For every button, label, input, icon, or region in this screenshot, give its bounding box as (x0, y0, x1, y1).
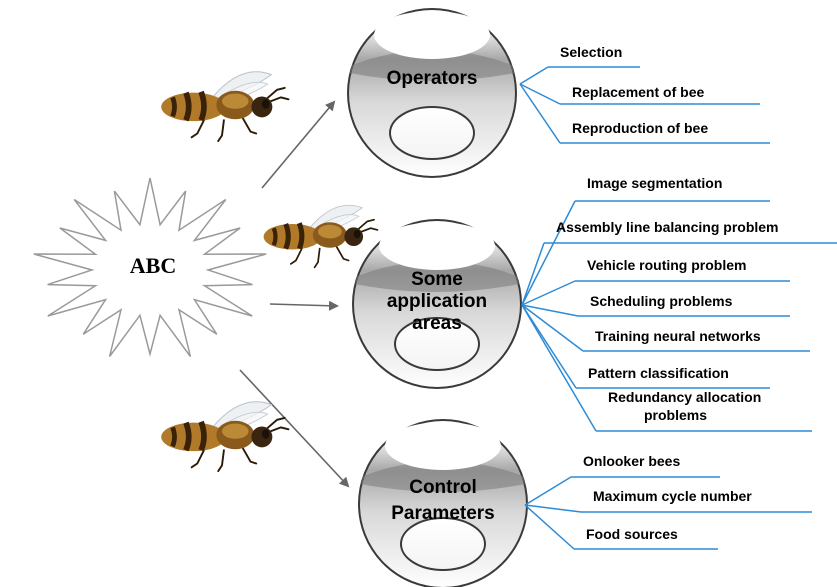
sphere-shade (361, 461, 525, 492)
sphere-top-highlight (379, 222, 495, 270)
arrow-to-operators (261, 100, 336, 189)
bracket-line (521, 304, 597, 432)
application-leaf-label: Vehicle routing problem (587, 257, 746, 273)
honeybee-icon (264, 205, 378, 267)
application-leaf-label: Training neural networks (595, 328, 761, 344)
application-leaf-label: Image segmentation (587, 175, 722, 191)
application-leaf-label: Pattern classification (588, 365, 729, 381)
sphere-opening (389, 106, 475, 160)
sphere-top-highlight (385, 422, 501, 470)
bracket-line (519, 83, 561, 144)
root-label: ABC (130, 253, 176, 278)
application-label-line: application (387, 291, 487, 312)
bracket-line (521, 304, 577, 389)
application-label-line: areas (412, 313, 462, 334)
control-bracket (524, 476, 812, 550)
operators-leaf-label: Selection (560, 44, 622, 60)
bracket-line (524, 504, 575, 550)
operators-bracket (519, 66, 770, 144)
root-node: ABC (33, 177, 267, 357)
sphere-shade (355, 261, 519, 292)
control-leaf-label: Onlooker bees (583, 453, 680, 469)
bracket-line (524, 476, 572, 506)
application-leaf-label: Assembly line balancing problem (556, 219, 779, 235)
application-sphere (352, 219, 522, 389)
bracket-line (521, 280, 576, 306)
control-leaf-label: Food sources (586, 526, 678, 542)
sphere-top-highlight (374, 11, 490, 59)
control-leaf-label: Maximum cycle number (593, 488, 752, 504)
control-label-line: Control (409, 477, 477, 498)
sphere-shade (350, 50, 514, 81)
application-label-line: Some (411, 269, 463, 290)
bracket-line (521, 200, 576, 306)
sphere-opening (394, 317, 480, 371)
sphere-opening (400, 517, 486, 571)
operators-label-line: Operators (387, 68, 478, 89)
application-bracket (521, 200, 837, 432)
bracket-line (521, 304, 584, 352)
honeybee-icon (161, 402, 288, 471)
arrows (239, 100, 350, 488)
bracket-line (519, 83, 561, 105)
operators-leaf-label: Reproduction of bee (572, 120, 708, 136)
arrow-to-control (239, 369, 350, 488)
bracket-line (524, 504, 582, 513)
operators-leaf-label: Replacement of bee (572, 84, 704, 100)
application-leaf-label: Scheduling problems (590, 293, 733, 309)
bracket-line (519, 66, 549, 85)
starburst-shape (33, 177, 267, 357)
operators-sphere (347, 8, 517, 178)
control-label-line: Parameters (391, 503, 495, 524)
bracket-line (521, 242, 545, 306)
arrow-to-application (269, 300, 339, 311)
control-sphere (358, 419, 528, 587)
bracket-line (521, 304, 579, 317)
honeybee-icon (161, 72, 288, 141)
